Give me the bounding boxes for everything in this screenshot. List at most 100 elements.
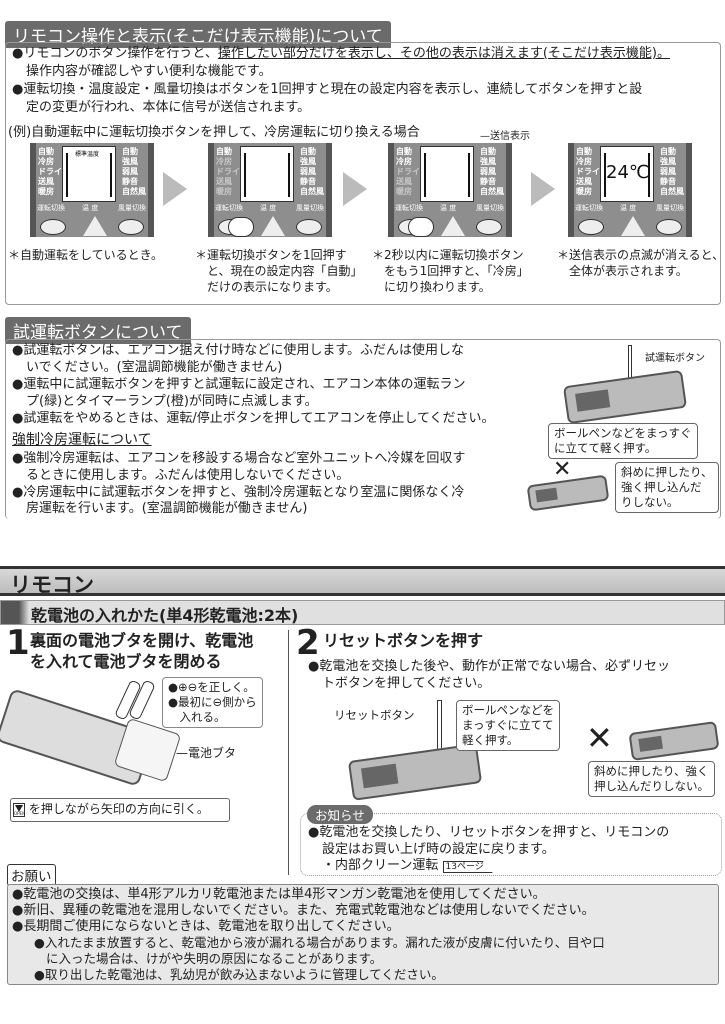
fan-label: 強風 <box>480 157 496 166</box>
lcd-screen: 24℃ <box>600 146 654 202</box>
fan-label: 弱風 <box>122 167 138 176</box>
mode-label: ドライ <box>576 167 600 176</box>
fan-button[interactable] <box>476 219 502 235</box>
request-line: ●長期間ご使用にならないときは、乾電池を取り出してください。 <box>12 919 400 934</box>
mode-label: 自動 <box>38 147 54 156</box>
step-2-number: 2 <box>296 623 320 663</box>
note-line: まっすぐに立てて <box>462 718 554 732</box>
fan-label: 自然風 <box>300 187 324 196</box>
note-line: ●⊕⊖を正しく。 <box>168 680 255 694</box>
temp-button-label: 温 度 <box>620 204 637 212</box>
forced-cooling-line: 房運転を行います。(室温調節機能が働きません) <box>26 501 308 516</box>
temp-button-label: 温 度 <box>82 204 99 212</box>
caption-line: ＊自動運転をしているとき。 <box>8 248 164 262</box>
mode-labels: 自動冷房ドライ送風暖房 <box>576 147 600 197</box>
mode-button[interactable] <box>40 219 66 235</box>
temperature-readout: 24℃ <box>606 162 650 183</box>
test-run-line: プ(緑)とタイマーランプ(橙)が同時に点滅します。 <box>26 394 318 409</box>
lcd-screen <box>240 146 294 202</box>
caption-3: ＊2秒以内に運転切換ボタン をもう1回押すと、「冷房」 に切り換わります。 <box>372 247 529 295</box>
test-run-button-label: 試運転ボタン <box>645 353 705 364</box>
fan-labels: 自動強風弱風静音自然風 <box>300 147 324 197</box>
mode-button[interactable] <box>578 219 604 235</box>
caption-line: ＊2秒以内に運転切換ボタン <box>372 248 524 262</box>
request-line: ●乾電池の交換は、単4形アルカリ乾電池または単4形マンガン乾電池を使用してくださ… <box>12 887 546 902</box>
temp-up-button[interactable] <box>261 216 285 236</box>
do-not-tilt-note: 斜めに押したり、強く押し込んだりしない。 <box>615 462 719 513</box>
note-line: に立てて軽く押す。 <box>554 441 657 455</box>
caption-line: だけの表示になります。 <box>195 280 338 294</box>
mode-button-label: 運転切換 <box>215 204 243 212</box>
remote-display-step-3: 自動冷房ドライ送風暖房自動強風弱風静音自然風運転切換温 度風量切換 <box>388 143 512 237</box>
fan-button-label: 風量切換 <box>476 204 504 212</box>
bullet-underlined: 操作したい部分だけを表示し、その他の表示は消えます(そこだけ表示機能)。 <box>217 46 670 61</box>
mode-label: 冷房 <box>38 157 54 166</box>
caption-line: ＊送信表示の点滅が消えると、 <box>557 248 725 262</box>
fan-button[interactable] <box>296 219 322 235</box>
lcd-screen: 標準温度 <box>62 146 116 202</box>
mode-button-label: 運転切換 <box>395 204 423 212</box>
temp-button-label: 温 度 <box>440 204 457 212</box>
note-line: りしない。 <box>621 495 679 509</box>
fan-label: 静音 <box>480 177 496 186</box>
info-box <box>300 813 722 876</box>
battery-subtitle: 乾電池の入れかた(単4形乾電池:2本) <box>31 606 299 625</box>
mode-label: ドライ <box>396 167 420 176</box>
step-1-title: 裏面の電池ブタを開け、乾電池を入れて電池ブタを閉める <box>30 630 253 672</box>
display-function-box <box>5 42 721 305</box>
request-box <box>7 884 719 985</box>
mode-label: 送風 <box>216 177 232 186</box>
fan-label: 静音 <box>122 177 138 186</box>
fan-label: 自然風 <box>480 187 504 196</box>
forced-cooling-subtitle: 強制冷房運転について <box>12 432 152 448</box>
fan-button-label: 風量切換 <box>118 204 146 212</box>
mode-labels: 自動冷房ドライ送風暖房 <box>38 147 62 197</box>
fan-button[interactable] <box>656 219 682 235</box>
fan-labels: 自動強風弱風静音自然風 <box>660 147 684 197</box>
step-2-text: トボタンを押してください。 <box>322 676 491 691</box>
request-subline: に入った場合は、けがや失明の原因になることがあります。 <box>46 951 383 966</box>
x-mark-icon: ✕ <box>586 719 613 757</box>
mode-button-label: 運転切換 <box>37 204 65 212</box>
caption-line: をもう1回押すと、「冷房」 <box>372 264 529 278</box>
fan-label: 強風 <box>300 157 316 166</box>
temp-up-button[interactable] <box>621 216 645 236</box>
next-arrow-icon <box>343 172 367 206</box>
note-line: 入れる。 <box>168 710 226 724</box>
mode-label: 暖房 <box>216 187 232 196</box>
caption-line: 全体が表示されます。 <box>557 264 688 278</box>
mode-label: 送風 <box>576 177 592 186</box>
mode-label: ドライ <box>216 167 240 176</box>
fan-label: 自動 <box>300 147 316 156</box>
page-reference-link[interactable]: 13ページ <box>442 861 493 873</box>
remote-control-image <box>347 743 483 801</box>
open-instruction-text: を押しながら矢印の方向に引く。 <box>28 802 209 816</box>
fan-label: 自動 <box>480 147 496 156</box>
lcd-screen <box>420 146 474 202</box>
mode-label: 送風 <box>38 177 54 186</box>
mode-label: 冷房 <box>576 157 592 166</box>
temp-up-button[interactable] <box>441 216 465 236</box>
step-2-text: ●乾電池を交換した後や、動作が正常でない場合、必ずリセッ <box>308 659 670 674</box>
forced-cooling-line: るときに使用します。ふだんは使用しないでください。 <box>26 468 350 483</box>
temp-up-button[interactable] <box>83 216 107 236</box>
step-2-title: リセットボタンを押す <box>323 631 484 650</box>
caption-line: に切り換わります。 <box>372 280 491 294</box>
caption-line: ＊運転切換ボタンを1回押す <box>195 248 347 262</box>
bullet-2-cont: 定の変更が行われ、本体に信号が送信されます。 <box>26 100 311 115</box>
bullet-2: ●運転切換・温度設定・風量切換はボタンを1回押すと現在の設定内容を表示し、連続し… <box>12 82 643 97</box>
fan-button[interactable] <box>118 219 144 235</box>
caption-4: ＊送信表示の点滅が消えると、 全体が表示されます。 <box>557 247 724 279</box>
mode-label: 暖房 <box>576 187 592 196</box>
reset-button-label: リセットボタン <box>334 708 415 722</box>
fan-labels: 自動強風弱風静音自然風 <box>122 147 146 197</box>
mode-label: 送風 <box>396 177 412 186</box>
fan-label: 自然風 <box>122 187 146 196</box>
signal-label-text: 送信表示 <box>490 131 530 142</box>
bullet-text: ●リモコンのボタン操作を行うと、 <box>12 46 218 61</box>
test-run-line: いでください。(室温調節機能が働きません) <box>26 360 283 375</box>
fan-label: 自動 <box>660 147 676 156</box>
info-label: お知らせ <box>307 805 373 824</box>
caption-1: ＊自動運転をしているとき。 <box>8 247 163 263</box>
